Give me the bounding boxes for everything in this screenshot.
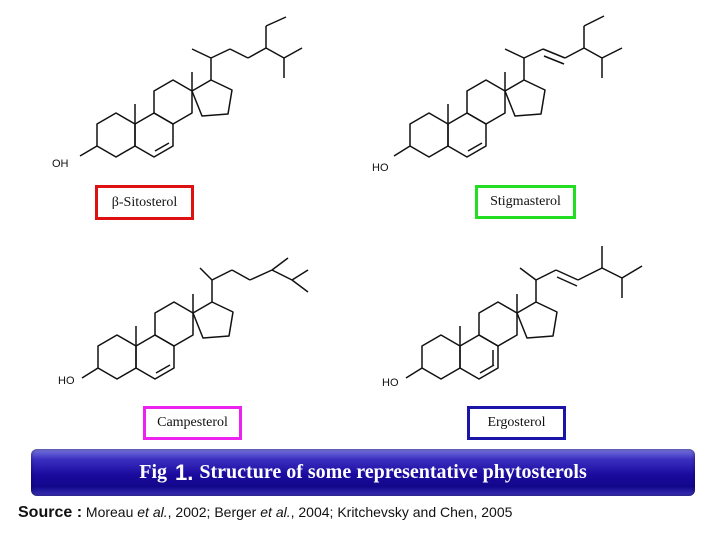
- campesterol-structure: HO: [40, 236, 360, 396]
- source-part-5: , 2004; Kritchevsky and Chen, 2005: [290, 504, 513, 520]
- sitosterol-hydroxyl: OH: [52, 158, 69, 170]
- source-lead: Source :: [18, 504, 83, 521]
- source-citation: Source : Moreau et al., 2002; Berger et …: [18, 504, 708, 522]
- stigmasterol-structure: HO: [360, 4, 680, 182]
- sitosterol-label: β-Sitosterol: [95, 185, 194, 220]
- stigmasterol-hydroxyl: HO: [372, 162, 389, 174]
- stigmasterol-label: Stigmasterol: [475, 185, 576, 219]
- campesterol-hydroxyl: HO: [58, 375, 75, 387]
- ergosterol-hydroxyl: HO: [382, 377, 399, 389]
- ergosterol-structure: HO: [360, 228, 680, 396]
- source-part-4: et al.: [260, 504, 291, 520]
- figure-caption: Fig 1. Structure of some representative …: [31, 449, 695, 496]
- source-part-1: Moreau: [85, 504, 138, 520]
- source-part-2: et al.: [137, 504, 168, 520]
- caption-prefix: Fig: [139, 461, 168, 483]
- caption-number: 1.: [175, 459, 194, 485]
- campesterol-label: Campesterol: [143, 406, 242, 440]
- source-part-3: , 2002; Berger: [167, 504, 261, 520]
- sitosterol-structure: OH: [40, 4, 340, 182]
- caption-text: Structure of some representative phytost…: [199, 461, 587, 483]
- ergosterol-label: Ergosterol: [467, 406, 566, 440]
